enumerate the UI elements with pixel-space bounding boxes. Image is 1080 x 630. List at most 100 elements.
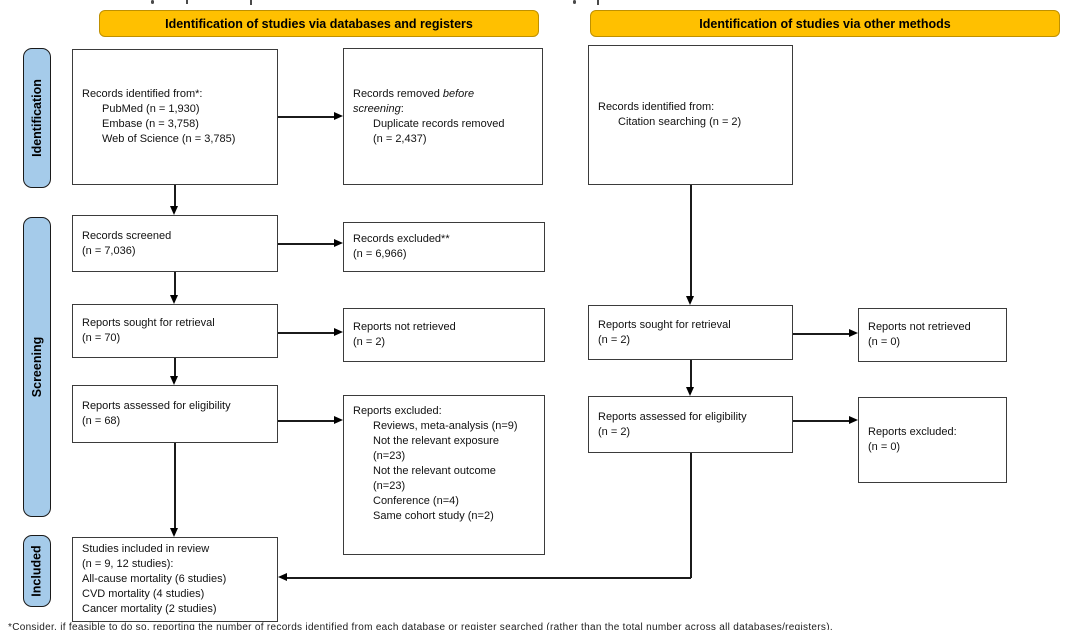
box-title: Reports excluded: xyxy=(353,405,442,417)
footnote: *Consider, if feasible to do so, reporti… xyxy=(8,622,833,630)
text-line: PubMed (n = 1,930) xyxy=(102,103,200,115)
arrowhead-down xyxy=(170,376,178,385)
text-line: (n = 6,966) xyxy=(353,248,407,260)
box-reports-sought: Reports sought for retrieval(n = 70) xyxy=(72,304,278,358)
box-other-reports-excluded: Reports excluded: (n = 0) xyxy=(858,397,1007,483)
text-line: Reviews, meta-analysis (n=9) xyxy=(373,420,518,432)
box-reports-excluded-reasons: Reports excluded: Reviews, meta-analysis… xyxy=(343,395,545,555)
arrowhead-left xyxy=(278,573,287,581)
text-line: Citation searching (n = 2) xyxy=(618,116,742,128)
arrow-line xyxy=(174,185,176,207)
text-line: (n = 70) xyxy=(82,332,121,344)
arrow-line xyxy=(174,443,176,528)
text-line: Reports assessed for eligibility xyxy=(598,410,747,423)
arrow-line xyxy=(174,272,176,295)
text-line: Reports not retrieved xyxy=(353,321,456,333)
text-line: Conference (n=4) xyxy=(373,495,459,507)
stage-screening: Screening xyxy=(23,217,51,517)
text-line: Reports excluded: xyxy=(868,426,957,438)
arrowhead-down xyxy=(170,295,178,304)
stage-included: Included xyxy=(23,535,51,607)
text-line: (n = 68) xyxy=(82,415,121,427)
box-lines: Reports not retrieved (n = 2) xyxy=(353,320,540,350)
arrow-line xyxy=(174,358,176,376)
box-other-reports-sought: Reports sought for retrieval (n = 2) xyxy=(588,305,793,360)
arrow-line xyxy=(793,420,849,422)
arrowhead-right xyxy=(334,328,343,336)
box-studies-included: Studies included in review (n = 9, 12 stu… xyxy=(72,537,278,622)
text-line: (n = 2) xyxy=(598,333,631,346)
box-lines: Records screened (n = 7,036) xyxy=(82,229,273,259)
arrow-line xyxy=(690,360,692,387)
clipped-text-fragment xyxy=(250,0,252,5)
arrow-line xyxy=(793,333,849,335)
arrow-line xyxy=(278,332,335,334)
text-line: Reports assessed for eligibility xyxy=(82,400,231,412)
text-line: Cancer mortality (2 studies) xyxy=(82,603,217,615)
box-records-excluded: Records excluded** (n = 6,966) xyxy=(343,222,545,272)
clipped-text-fragment xyxy=(186,0,188,4)
arrowhead-down xyxy=(686,387,694,396)
arrowhead-right xyxy=(849,329,858,337)
arrowhead-right xyxy=(334,239,343,247)
box-records-removed: Records removed before screening: Duplic… xyxy=(343,48,543,185)
box-reports-assessed: Reports assessed for eligibility (n = 68) xyxy=(72,385,278,443)
arrowhead-down xyxy=(686,296,694,305)
box-lines: Reports excluded: (n = 0) xyxy=(868,425,1002,455)
box-lines: Studies included in review (n = 9, 12 stu… xyxy=(82,542,273,617)
arrowhead-down xyxy=(170,528,178,537)
clipped-text-fragment xyxy=(573,0,576,4)
arrow-line xyxy=(278,420,335,422)
text-line: (n = 2,437) xyxy=(373,132,427,145)
box-title-line: screening: xyxy=(353,102,404,115)
text-line: Reports not retrieved xyxy=(868,321,971,333)
text-line: CVD mortality (4 studies) xyxy=(82,588,205,600)
text-line: Same cohort study (n=2) xyxy=(373,510,494,522)
box-lines: Reports assessed for eligibility (n = 2) xyxy=(598,410,788,440)
box-title: Records identified from*: xyxy=(82,88,203,100)
text-line: Studies included in review xyxy=(82,543,210,555)
header-other-methods: Identification of studies via other meth… xyxy=(590,10,1060,37)
text-line: (n = 9, 12 studies): xyxy=(82,558,174,570)
text-line: (n = 2) xyxy=(598,425,631,438)
text-line: (n = 0) xyxy=(868,441,901,453)
arrow-line xyxy=(690,185,692,296)
header-databases-registers: Identification of studies via databases … xyxy=(99,10,539,37)
box-items: Duplicate records removed (n = 2,437) xyxy=(353,117,538,147)
stage-label: Screening xyxy=(30,336,44,398)
text-line: Records excluded** xyxy=(353,233,450,245)
header-label: Identification of studies via other meth… xyxy=(699,16,951,31)
box-other-reports-not-retrieved: Reports not retrieved (n = 0) xyxy=(858,308,1007,362)
box-items: Citation searching (n = 2) xyxy=(598,115,788,130)
clipped-text-fragment xyxy=(151,0,154,4)
arrow-line xyxy=(287,577,691,579)
box-items: Reviews, meta-analysis (n=9) Not the rele… xyxy=(353,419,540,524)
text-line: Records screened xyxy=(82,229,172,242)
box-title-line: Records removed before xyxy=(353,87,475,100)
box-records-identified-databases: Records identified from*: PubMed (n = 1,… xyxy=(72,49,278,185)
text-line: All-cause mortality (6 studies) xyxy=(82,573,227,585)
box-records-identified-other: Records identified from: Citation search… xyxy=(588,45,793,185)
box-title: Records identified from: xyxy=(598,101,715,113)
text-line: (n = 2) xyxy=(353,336,386,348)
text-line: (n = 7,036) xyxy=(82,244,136,257)
text-line: Duplicate records removed xyxy=(373,117,505,130)
text-line: (n=23) xyxy=(373,450,406,462)
box-reports-not-retrieved: Reports not retrieved (n = 2) xyxy=(343,308,545,362)
arrow-line xyxy=(278,116,335,118)
arrow-line xyxy=(278,243,335,245)
box-lines: Reports sought for retrieval(n = 70) xyxy=(82,316,273,346)
text-line: Not the relevant exposure xyxy=(373,435,499,447)
arrowhead-right xyxy=(334,416,343,424)
text-line: Not the relevant outcome xyxy=(373,465,496,477)
text-line: Reports sought for retrieval xyxy=(598,318,731,331)
box-lines: Reports assessed for eligibility (n = 68) xyxy=(82,399,273,429)
arrowhead-down xyxy=(170,206,178,215)
arrowhead-right xyxy=(334,112,343,120)
box-lines: Records excluded** (n = 6,966) xyxy=(353,232,540,262)
arrowhead-right xyxy=(849,416,858,424)
box-other-reports-assessed: Reports assessed for eligibility (n = 2) xyxy=(588,396,793,453)
text-line: (n = 0) xyxy=(868,336,901,348)
stage-identification: Identification xyxy=(23,48,51,188)
